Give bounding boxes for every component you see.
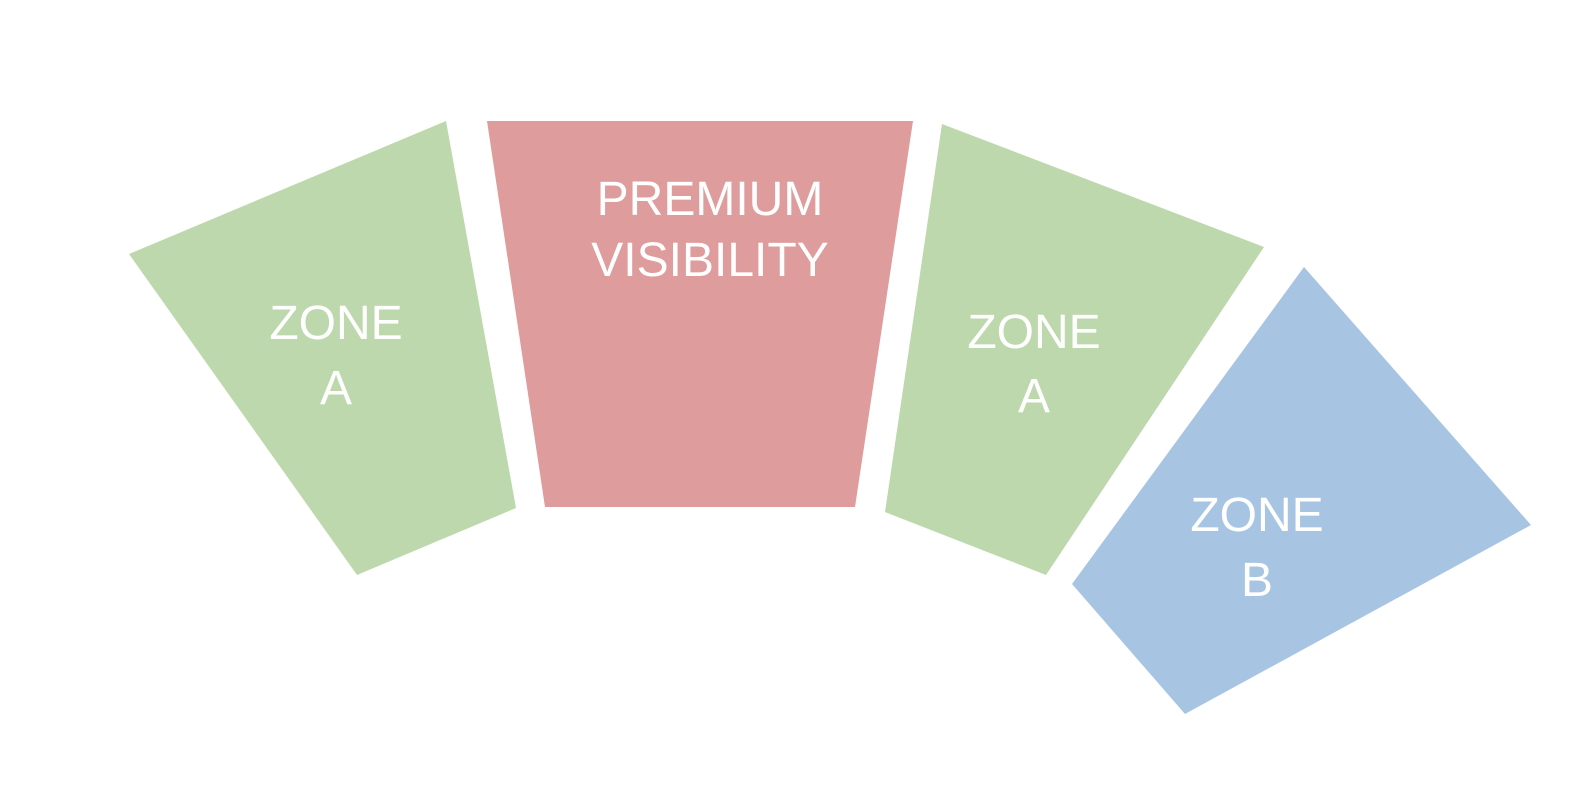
premium-visibility-label-line2: VISIBILITY [591,234,828,287]
premium-visibility-label-line1: PREMIUM [597,173,824,226]
zone-b-shape [1072,267,1531,714]
zone-b-label-line2: B [1241,554,1273,607]
zone-a-left-label-line1: ZONE [269,297,402,350]
zone-a-right-label-line1: ZONE [967,306,1100,359]
zone-a-right-shape [885,124,1264,575]
premium-visibility-shape [487,121,913,507]
zone-a-left-shape [129,121,516,575]
premium-visibility-region: PREMIUM VISIBILITY [487,121,913,507]
zone-b-label-line1: ZONE [1190,489,1323,542]
zone-a-left-label-line2: A [320,362,352,415]
zone-a-left-region: ZONE A [129,121,516,575]
zone-a-right-region: ZONE A [885,124,1264,575]
zone-b-region: ZONE B [1072,267,1531,714]
zone-a-right-label-line2: A [1018,370,1050,423]
